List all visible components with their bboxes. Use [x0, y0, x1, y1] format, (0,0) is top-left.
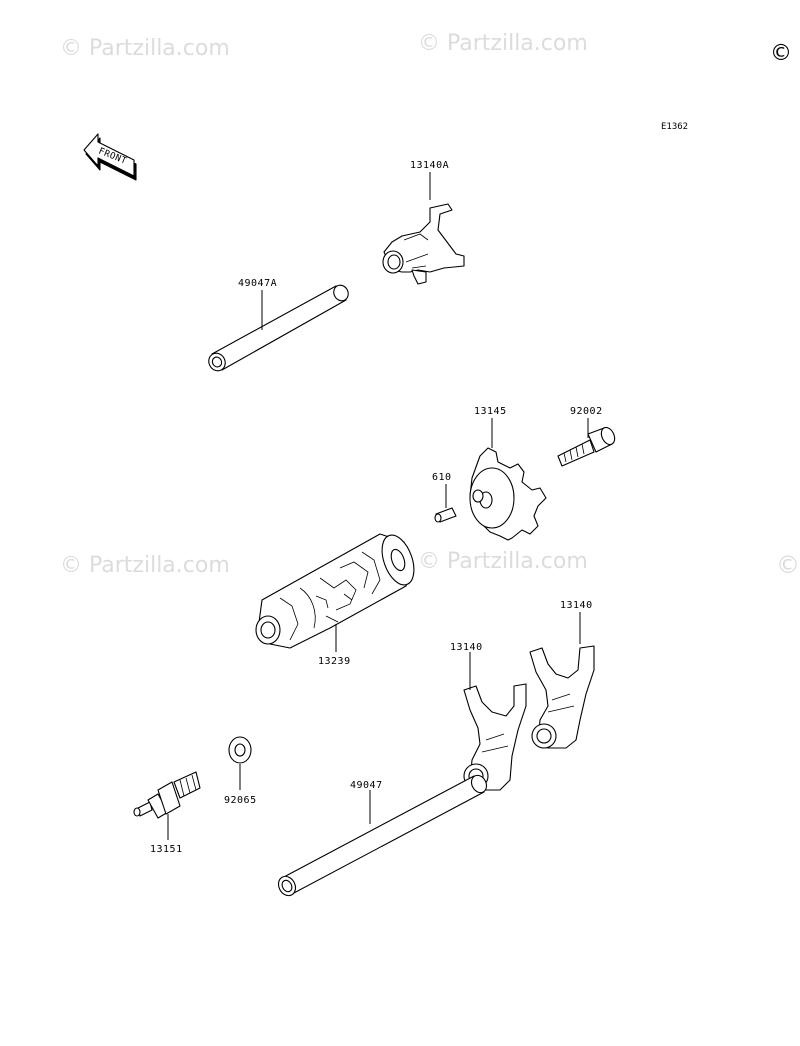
shift-fork-13140A [382, 203, 465, 285]
fork-rod-49047 [277, 774, 488, 897]
label-13140-left: 13140 [450, 642, 483, 653]
diagram-id: E1362 [661, 122, 688, 132]
copyright-symbol: © [770, 41, 792, 66]
washer-92065 [228, 736, 252, 764]
label-13145: 13145 [474, 406, 507, 417]
label-610: 610 [432, 472, 452, 483]
label-13140-right: 13140 [560, 600, 593, 611]
plunger-13151 [133, 771, 201, 819]
watermark-top-center: © Partzilla.com [418, 31, 588, 56]
front-arrow-icon: FRONT [83, 133, 137, 181]
label-13239: 13239 [318, 656, 351, 667]
shift-fork-13140-right [529, 645, 595, 749]
watermark-mid-left: © Partzilla.com [60, 553, 230, 578]
pin-610 [434, 507, 457, 523]
label-92002: 92002 [570, 406, 603, 417]
shift-drum-13239 [255, 533, 415, 649]
label-13140A: 13140A [410, 160, 449, 171]
cam-plate-13145 [469, 447, 547, 541]
bolt-92002 [557, 426, 616, 467]
label-92065: 92065 [224, 795, 257, 806]
label-49047A: 49047A [238, 278, 277, 289]
watermark-top-left: © Partzilla.com [60, 36, 230, 61]
shift-fork-13140-left [463, 683, 527, 791]
watermark-mid-center: © Partzilla.com [418, 549, 588, 574]
fork-rod-49047A [208, 284, 349, 372]
label-49047: 49047 [350, 780, 383, 791]
watermark-right-copyright: © [776, 551, 800, 579]
label-13151: 13151 [150, 844, 183, 855]
